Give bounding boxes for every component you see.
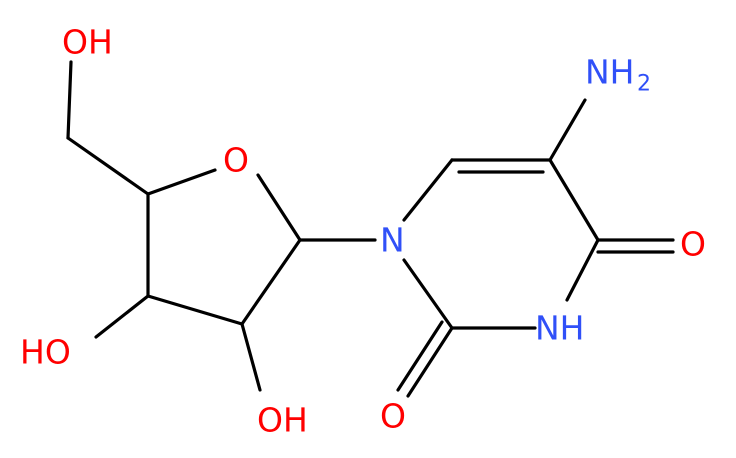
bond-ch2-c4 [66, 136, 150, 196]
bond-c2p-o-double [396, 320, 444, 392]
bond-c2p-o [406, 326, 454, 398]
bonds [66, 60, 675, 398]
atoms: OH O HO OH N O NH O NH 2 [20, 23, 706, 440]
bond-c1-c2 [240, 238, 302, 326]
atom-n-ring: N [380, 221, 405, 260]
bond-c4-oring [146, 168, 217, 196]
atom-oh-bottom: OH [257, 401, 308, 440]
atom-nh2-subscript: 2 [637, 72, 651, 97]
bond-n-c6 [402, 158, 454, 222]
atom-o-carbonyl-right: O [680, 225, 706, 264]
bond-c5-c4p [548, 158, 600, 242]
bond-c2p-n [402, 258, 454, 330]
atom-oh-top: OH [62, 23, 113, 62]
atom-nh: NH [535, 309, 585, 348]
bond-c2-c3 [146, 294, 244, 326]
atom-o-carbonyl-bottom: O [380, 397, 406, 436]
atom-o-ring: O [223, 141, 249, 180]
atom-nh2: NH [585, 53, 635, 92]
bond-c3-ho [94, 294, 150, 339]
bond-c2-oh [240, 322, 262, 392]
bond-oring-c1 [256, 173, 302, 242]
bond-oh-ch2 [66, 60, 73, 140]
bond-c5-nh2 [548, 98, 587, 162]
atom-ho-left: HO [20, 333, 71, 372]
bond-c4p-nh [565, 238, 600, 302]
